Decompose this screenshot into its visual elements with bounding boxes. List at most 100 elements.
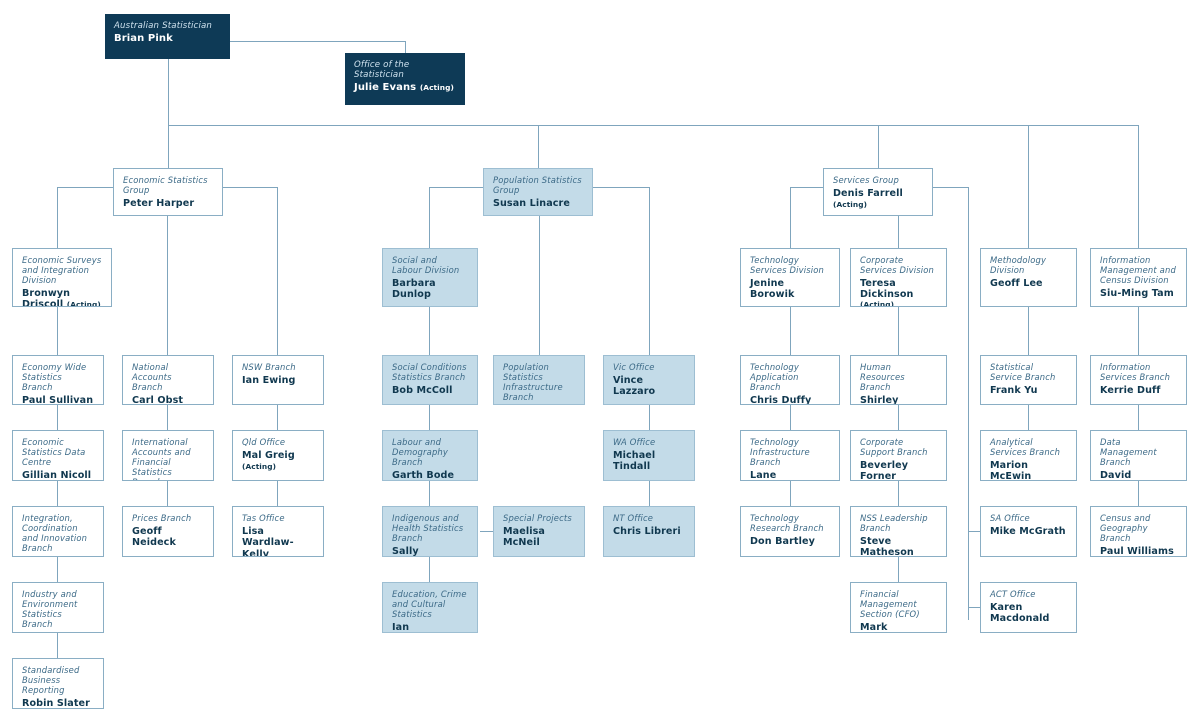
connector-line [968, 187, 969, 620]
node-education-crime-cultural-statistics[interactable]: Education, Crime and Cultural Statistics… [382, 582, 478, 633]
node-role: Integration, Coordination and Innovation… [22, 513, 88, 553]
node-role: Technology Infrastructure Branch [750, 437, 810, 467]
node-statistical-service-branch[interactable]: Statistical Service Branch Frank Yu [980, 355, 1077, 405]
node-person: Teresa Dickinson (Acting) [860, 277, 914, 307]
node-corporate-support-branch[interactable]: Corporate Support Branch Beverley Forner [850, 430, 947, 481]
node-role: Census and Geography Branch [1100, 513, 1151, 543]
node-technology-services-division[interactable]: Technology Services Division Jenine Boro… [740, 248, 840, 307]
node-data-management-branch[interactable]: Data Management Branch David Lengyel (Ac… [1090, 430, 1187, 481]
connector-line [1138, 307, 1139, 355]
node-qld-office[interactable]: Qld Office Mal Greig (Acting) [232, 430, 324, 481]
connector-line [878, 125, 879, 168]
node-role: Population Statistics Group [493, 175, 582, 195]
node-person: Chris Libreri [613, 525, 681, 537]
node-role: Australian Statistician [114, 21, 213, 31]
node-sa-office[interactable]: SA Office Mike McGrath [980, 506, 1077, 557]
node-standardised-business-reporting[interactable]: Standardised Business Reporting Robin Sl… [12, 658, 104, 709]
node-person: Shirley Harrison [860, 394, 899, 405]
connector-line [230, 41, 405, 42]
node-economic-surveys-integration[interactable]: Economic Surveys and Integration Divisio… [12, 248, 112, 307]
node-tas-office[interactable]: Tas Office Lisa Wardlaw-Kelly [232, 506, 324, 557]
node-role: Data Management Branch [1100, 437, 1157, 467]
node-role: WA Office [613, 437, 656, 447]
node-integration-coordination-innovation[interactable]: Integration, Coordination and Innovation… [12, 506, 104, 557]
node-economic-statistics-group[interactable]: Economic Statistics Group Peter Harper [113, 168, 223, 216]
node-person: Kerrie Duff [1100, 384, 1161, 396]
node-economic-statistics-data-centre[interactable]: Economic Statistics Data Centre Gillian … [12, 430, 104, 481]
node-labour-demography-branch[interactable]: Labour and Demography Branch Garth Bode [382, 430, 478, 481]
node-person: Julie Evans (Acting) [354, 82, 454, 94]
node-role: Tas Office [242, 513, 285, 523]
connector-line [168, 59, 169, 125]
node-international-accounts-financial-statistics[interactable]: International Accounts and Financial Sta… [122, 430, 214, 481]
connector-line [167, 481, 168, 506]
connector-line [790, 307, 791, 355]
node-role: Indigenous and Health Statistics Branch [392, 513, 464, 543]
node-office-statistician[interactable]: Office of the Statistician Julie Evans (… [345, 53, 465, 105]
connector-line [790, 481, 791, 506]
node-person: Carl Obst [132, 394, 184, 405]
node-economy-wide-statistics[interactable]: Economy Wide Statistics Branch Paul Sull… [12, 355, 104, 405]
node-financial-management-section[interactable]: Financial Management Section (CFO) Mark … [850, 582, 947, 633]
connector-line [1028, 125, 1029, 248]
node-person: Marion McEwin [990, 459, 1032, 481]
connector-line [790, 405, 791, 430]
node-corporate-services-division[interactable]: Corporate Services Division Teresa Dicki… [850, 248, 947, 307]
node-wa-office[interactable]: WA Office Michael Tindall [603, 430, 695, 481]
node-nss-leadership-branch[interactable]: NSS Leadership Branch Steve Matheson [850, 506, 947, 557]
node-prices-branch[interactable]: Prices Branch Geoff Neideck [122, 506, 214, 557]
node-role: NT Office [613, 513, 654, 523]
node-population-statistics-infrastructure[interactable]: Population Statistics Infrastructure Bra… [493, 355, 585, 405]
node-role: Technology Services Division [750, 255, 825, 275]
node-population-statistics-group[interactable]: Population Statistics Group Susan Linacr… [483, 168, 593, 216]
node-person: Geoff Neideck [132, 525, 176, 549]
node-role: Human Resources Branch [860, 362, 905, 392]
connector-line [1138, 125, 1139, 248]
node-person: Garth Bode [392, 469, 455, 481]
node-technology-infrastructure-branch[interactable]: Technology Infrastructure Branch Lane Ma… [740, 430, 840, 481]
node-indigenous-health-statistics[interactable]: Indigenous and Health Statistics Branch … [382, 506, 478, 557]
node-services-group[interactable]: Services Group Denis Farrell (Acting) [823, 168, 933, 216]
connector-line [1138, 481, 1139, 506]
node-person: Karen Macdonald [990, 601, 1050, 625]
node-nt-office[interactable]: NT Office Chris Libreri [603, 506, 695, 557]
node-role: Labour and Demography Branch [392, 437, 449, 467]
node-person: Michael Tindall [613, 449, 656, 473]
node-special-projects[interactable]: Special Projects Maelisa McNeil [493, 506, 585, 557]
node-person: Beverley Forner [860, 459, 909, 481]
node-methodology-division[interactable]: Methodology Division Geoff Lee [980, 248, 1077, 307]
node-role: Financial Management Section (CFO) [860, 589, 920, 619]
connector-line [539, 187, 540, 355]
node-role: ACT Office [990, 589, 1036, 599]
node-person: Sally Goodspeed [392, 545, 419, 557]
node-industry-environment-statistics[interactable]: Industry and Environment Statistics Bran… [12, 582, 104, 633]
node-social-labour-division[interactable]: Social and Labour Division Barbara Dunlo… [382, 248, 478, 307]
connector-line [168, 125, 169, 168]
node-role: Industry and Environment Statistics Bran… [22, 589, 78, 629]
node-national-accounts-branch[interactable]: National Accounts Branch Carl Obst [122, 355, 214, 405]
node-role: Population Statistics Infrastructure Bra… [503, 362, 563, 402]
node-role: Statistical Service Branch [990, 362, 1056, 382]
node-census-geography-branch[interactable]: Census and Geography Branch Paul William… [1090, 506, 1187, 557]
node-nsw-branch[interactable]: NSW Branch Ian Ewing [232, 355, 324, 405]
node-vic-office[interactable]: Vic Office Vince Lazzaro [603, 355, 695, 405]
connector-line [277, 405, 278, 430]
node-technology-research-branch[interactable]: Technology Research Branch Don Bartley [740, 506, 840, 557]
node-human-resources-branch[interactable]: Human Resources Branch Shirley Harrison [850, 355, 947, 405]
node-person: Siu-Ming Tam [1100, 287, 1174, 299]
node-technology-application-branch[interactable]: Technology Application Branch Chris Duff… [740, 355, 840, 405]
node-analytical-services-branch[interactable]: Analytical Services Branch Marion McEwin [980, 430, 1077, 481]
node-information-management-census-division[interactable]: Information Management and Census Divisi… [1090, 248, 1187, 307]
connector-line [538, 125, 539, 168]
node-role: Social Conditions Statistics Branch [392, 362, 467, 382]
connector-line [57, 557, 58, 582]
node-social-conditions-statistics[interactable]: Social Conditions Statistics Branch Bob … [382, 355, 478, 405]
node-role: National Accounts Branch [132, 362, 172, 392]
node-statistician[interactable]: Australian Statistician Brian Pink [105, 14, 230, 59]
node-act-office[interactable]: ACT Office Karen Macdonald [980, 582, 1077, 633]
connector-line [57, 187, 58, 248]
node-information-services-branch[interactable]: Information Services Branch Kerrie Duff [1090, 355, 1187, 405]
node-person: Don Bartley [750, 535, 815, 547]
node-person: Geoff Lee [990, 277, 1043, 289]
